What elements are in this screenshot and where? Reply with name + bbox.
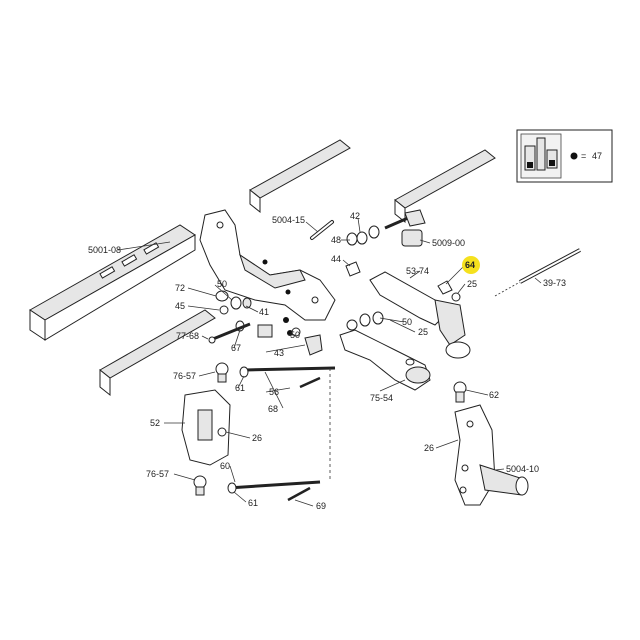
callout-26-left: 26 <box>252 433 262 443</box>
lower-control-arm <box>339 329 431 391</box>
callout-61-lower: 61 <box>248 498 258 508</box>
upper-pin <box>384 209 426 230</box>
callout-61-upper: 61 <box>235 383 245 393</box>
callout-labels: 5001-08 5004-15 42 48 5009-00 44 53-74 6… <box>88 211 566 511</box>
callout-75-54: 75-54 <box>370 393 393 403</box>
bushings-50-25 <box>346 311 384 331</box>
steering-knuckle <box>454 404 529 506</box>
callout-64: 64 <box>465 260 475 270</box>
steering-bracket-52 <box>181 389 231 466</box>
tie-rod-end-76-57-lower <box>193 475 207 496</box>
callout-76-57-lower: 76-57 <box>146 469 169 479</box>
highlighted-washer-64 <box>437 280 453 295</box>
callout-43: 43 <box>274 348 284 358</box>
callout-42: 42 <box>350 211 360 221</box>
bushing-set-42-48 <box>346 225 380 246</box>
callout-50-left: 50 <box>217 279 227 289</box>
bolt-77-68 <box>208 322 251 344</box>
callout-44: 44 <box>331 254 341 264</box>
callout-56: 56 <box>269 387 279 397</box>
callout-50-middle: 50 <box>290 330 300 340</box>
legend-equals: = <box>581 151 586 161</box>
callout-5004-15: 5004-15 <box>272 215 305 225</box>
callout-53-74: 53-74 <box>406 266 429 276</box>
callout-72: 72 <box>175 283 185 293</box>
legend-box: = 47 <box>516 129 613 183</box>
callout-48: 48 <box>331 235 341 245</box>
highlight-marker-64 <box>462 256 480 274</box>
callout-5009-00: 5009-00 <box>432 238 465 248</box>
frame-rail-top <box>249 139 351 214</box>
rubber-bushing-5009-00 <box>401 229 423 247</box>
drag-link-56 <box>239 366 336 389</box>
leader-lines <box>117 217 542 507</box>
tie-rod-60 <box>227 480 321 502</box>
callout-39-73: 39-73 <box>543 278 566 288</box>
shock-absorber-rod <box>310 220 334 240</box>
long-bolt-39-73 <box>494 248 581 297</box>
callout-41: 41 <box>259 307 269 317</box>
legend-count: 47 <box>592 151 602 161</box>
callout-25-upper: 25 <box>467 279 477 289</box>
callout-69: 69 <box>316 501 326 511</box>
callout-60: 60 <box>220 461 230 471</box>
frame-rail-left <box>29 224 196 341</box>
upper-control-arm <box>369 271 471 359</box>
callout-45: 45 <box>175 301 185 311</box>
callout-77-68: 77-68 <box>176 331 199 341</box>
callout-50-right: 50 <box>402 317 412 327</box>
nut-25-upper <box>451 292 461 302</box>
callout-5004-10: 5004-10 <box>506 464 539 474</box>
callout-62: 62 <box>489 390 499 400</box>
part-dot-icon <box>570 152 578 160</box>
tie-rod-end-76-57-upper <box>215 362 229 383</box>
frame-rail-center-left <box>99 309 216 397</box>
ball-joint-62 <box>453 381 467 403</box>
callout-68: 68 <box>268 404 278 414</box>
callout-67: 67 <box>231 343 241 353</box>
callout-25-middle: 25 <box>418 327 428 337</box>
bump-stop-43 <box>304 334 323 356</box>
small-parts-left <box>215 290 301 338</box>
callout-26-right: 26 <box>424 443 434 453</box>
callout-52: 52 <box>150 418 160 428</box>
callout-5001-08: 5001-08 <box>88 245 121 255</box>
axle-crossmember <box>199 209 336 321</box>
tool-kit-icon <box>524 137 558 171</box>
callout-76-57-upper: 76-57 <box>173 371 196 381</box>
frame-rail-right <box>394 149 496 224</box>
